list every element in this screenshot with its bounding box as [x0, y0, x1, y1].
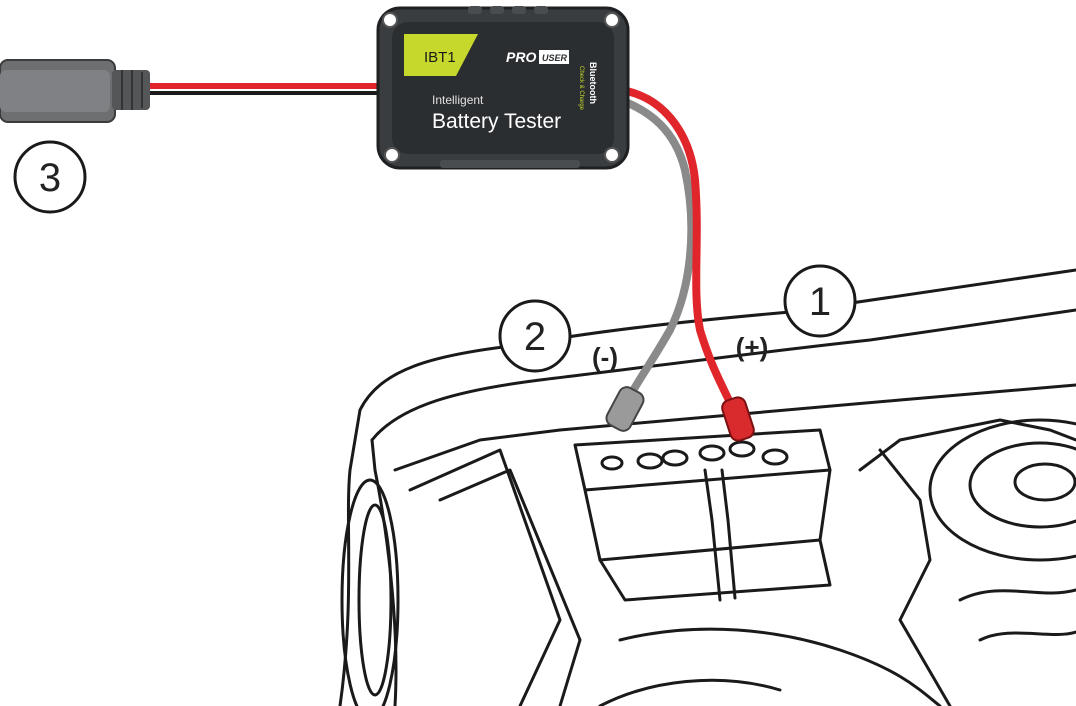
engine-block	[858, 418, 1076, 472]
positive-clamp	[721, 396, 755, 442]
cables	[147, 83, 742, 424]
callout-3: 3	[13, 140, 87, 214]
car-fender	[338, 408, 362, 706]
battery-cap-5	[728, 440, 756, 458]
car-hood-outline	[358, 268, 1076, 412]
battery-cap-3	[661, 449, 689, 467]
battery-cap-2	[636, 452, 664, 470]
device-subtitle: Intelligent	[432, 93, 484, 107]
car-headlight	[340, 478, 400, 706]
bluetooth-text: Bluetooth	[588, 62, 598, 104]
callout-1-label: 1	[809, 280, 831, 324]
negative-polarity-label: (-)	[592, 342, 618, 372]
engine-bay-front	[393, 383, 1076, 472]
air-filter-ring	[968, 441, 1076, 529]
engine-bay-rail	[408, 448, 562, 706]
device-title: Battery Tester	[432, 110, 561, 133]
car-headlight-inner	[357, 503, 393, 697]
callout-2-label: 2	[524, 315, 546, 359]
cigarette-plug	[0, 59, 150, 123]
engine-lower	[618, 627, 942, 706]
mount-hole-bl	[384, 147, 400, 163]
bluetooth-subtext: Check & Charge	[578, 66, 584, 111]
mount-hole-tr	[604, 12, 620, 28]
battery-cap-4	[698, 444, 726, 462]
air-filter-center	[1013, 462, 1076, 502]
callout-2: 2	[498, 299, 572, 373]
battery-strap	[703, 468, 737, 602]
brand-text: PRO	[506, 49, 536, 65]
mount-hole-tl	[382, 12, 398, 28]
positive-wire	[616, 86, 742, 424]
negative-clamp	[605, 386, 645, 432]
engine-lower-2	[598, 678, 782, 706]
callout-3-label: 3	[39, 156, 61, 200]
mount-hole-br	[604, 147, 620, 163]
car-engine-bay-illustration	[338, 268, 1076, 706]
battery-body	[598, 538, 832, 602]
engine-hose	[878, 448, 952, 706]
engine-bay-rail-2	[438, 468, 582, 706]
brand-box-text: USER	[542, 53, 568, 63]
model-badge-text: IBT1	[424, 49, 456, 66]
battery-cap-1	[600, 455, 624, 471]
battery-cap-6	[761, 448, 789, 466]
callout-1: 1	[783, 264, 857, 338]
air-filter-outer	[928, 418, 1076, 562]
battery-top	[573, 428, 832, 492]
battery-tester-device: IBT1 PRO USER Intelligent Battery Tester…	[376, 6, 630, 170]
positive-polarity-label: (+)	[736, 332, 769, 362]
battery-front	[583, 468, 832, 562]
brand-box	[539, 50, 569, 64]
engine-pipes	[958, 588, 1076, 642]
car-hood-inner-edge	[370, 308, 1076, 442]
device-top-ridges	[468, 6, 548, 14]
model-badge-shape	[404, 34, 478, 76]
negative-wire	[611, 94, 696, 409]
